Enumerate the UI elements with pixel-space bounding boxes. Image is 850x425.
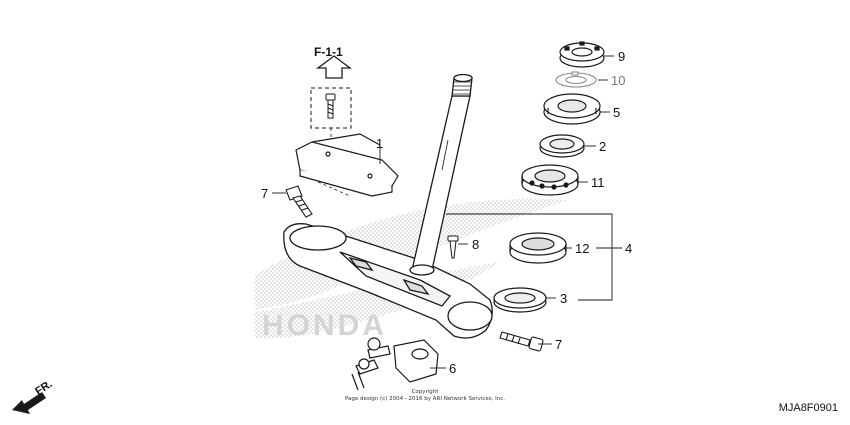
- leader-lines: [272, 55, 622, 369]
- part-11-bearing: [521, 164, 579, 196]
- part-12-race: [509, 232, 567, 264]
- reference-label-f-1-1[interactable]: F-1-1: [314, 45, 343, 59]
- callout-1: 1: [376, 136, 384, 151]
- copyright-notice: Copyright Page design (c) 2004 - 2016 by…: [250, 389, 600, 403]
- part-9-lock-nut: [559, 41, 605, 68]
- part-7-bolt-right: [499, 331, 544, 352]
- callout-10: 10: [611, 73, 626, 88]
- steering-stem-tube: [409, 73, 473, 276]
- callout-8: 8: [472, 237, 480, 252]
- part-5-adjusting-nut: [543, 93, 601, 125]
- callout-5: 5: [613, 105, 621, 120]
- callout-7-left: 7: [261, 186, 269, 201]
- part-3-dust-seal: [493, 287, 547, 313]
- callout-2: 2: [599, 139, 607, 154]
- honda-watermark-text: HONDA: [262, 309, 387, 342]
- front-direction-arrow-icon: [12, 392, 46, 414]
- part-6-lock-set: [351, 337, 439, 391]
- callout-3: 3: [560, 291, 568, 306]
- reference-arrow-icon: [316, 55, 352, 79]
- copyright-line-1: Copyright: [411, 389, 439, 395]
- part-10-lock-washer: [555, 71, 597, 88]
- callout-9: 9: [618, 49, 626, 64]
- callout-6: 6: [449, 361, 457, 376]
- callout-7-right: 7: [555, 337, 563, 352]
- steering-stem-bottom-bridge: [283, 223, 493, 339]
- callout-11: 11: [591, 175, 605, 190]
- callout-4: 4: [625, 241, 633, 256]
- part-2-dust-seal: [539, 134, 585, 158]
- part-8-bolt: [447, 235, 459, 259]
- part-1-plate: [295, 133, 399, 197]
- copyright-line-2: Page design (c) 2004 - 2016 by ARI Netwo…: [344, 395, 506, 402]
- diagram-code: MJA8F0901: [778, 402, 838, 414]
- callout-12: 12: [575, 241, 590, 256]
- part-7-bolt-left: [285, 185, 313, 218]
- reference-bolt-box: [310, 87, 352, 138]
